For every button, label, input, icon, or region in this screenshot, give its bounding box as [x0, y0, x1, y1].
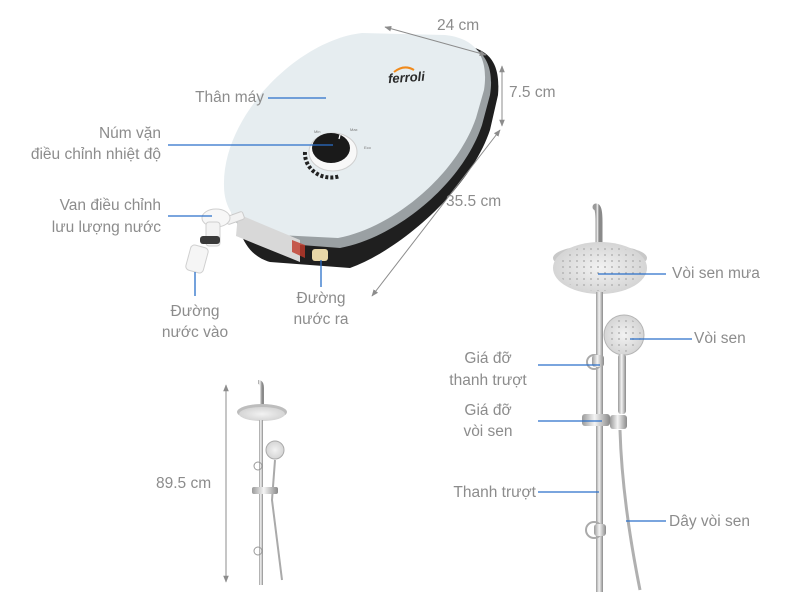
ferroli-logo: ferroli [387, 69, 425, 87]
label-inlet-line1: Đường [170, 303, 220, 320]
shower-set-large [553, 203, 647, 592]
svg-text:Max: Max [350, 127, 358, 132]
label-slide-bar: Thanh trượt [453, 484, 536, 501]
label-valve-line1: Van điều chỉnh [59, 197, 161, 214]
label-hand-shower: Vòi sen [694, 330, 746, 347]
label-body: Thân máy [195, 89, 264, 106]
label-slider-holder-line2: thanh trượt [449, 372, 527, 389]
label-inlet-line2: nước vào [161, 324, 229, 341]
temperature-knob: Min Max Eco [302, 127, 372, 180]
label-slider-holder-line1: Giá đỡ [464, 350, 512, 367]
outlet-fitting [312, 249, 328, 261]
slide-bar [596, 292, 603, 592]
dimension-depth: 7.5 cm [509, 84, 556, 101]
dimension-shower-height: 89.5 cm [156, 475, 212, 492]
label-knob-line1: Núm vặn [98, 125, 161, 142]
svg-text:Min: Min [314, 129, 320, 134]
label-hose: Dây vòi sen [669, 513, 750, 530]
label-knob-line2: điều chỉnh nhiệt độ [30, 146, 161, 163]
label-shower-holder-line1: Giá đỡ [464, 402, 512, 419]
label-shower-holder-line2: vòi sen [463, 423, 513, 440]
dimension-height: 35.5 cm [446, 193, 502, 210]
inlet-valve [185, 208, 245, 274]
label-valve-line2: lưu lượng nước [51, 219, 161, 236]
svg-text:Eco: Eco [364, 145, 372, 150]
label-outlet-line1: Đường [296, 290, 346, 307]
shower-hose [618, 429, 642, 591]
shower-set-small [223, 380, 287, 585]
label-outlet-line2: nước ra [293, 311, 349, 328]
water-heater: ferroli Min Max Eco [185, 33, 499, 274]
label-rain-head: Vòi sen mưa [672, 265, 760, 282]
dimension-width: 24 cm [437, 17, 480, 34]
